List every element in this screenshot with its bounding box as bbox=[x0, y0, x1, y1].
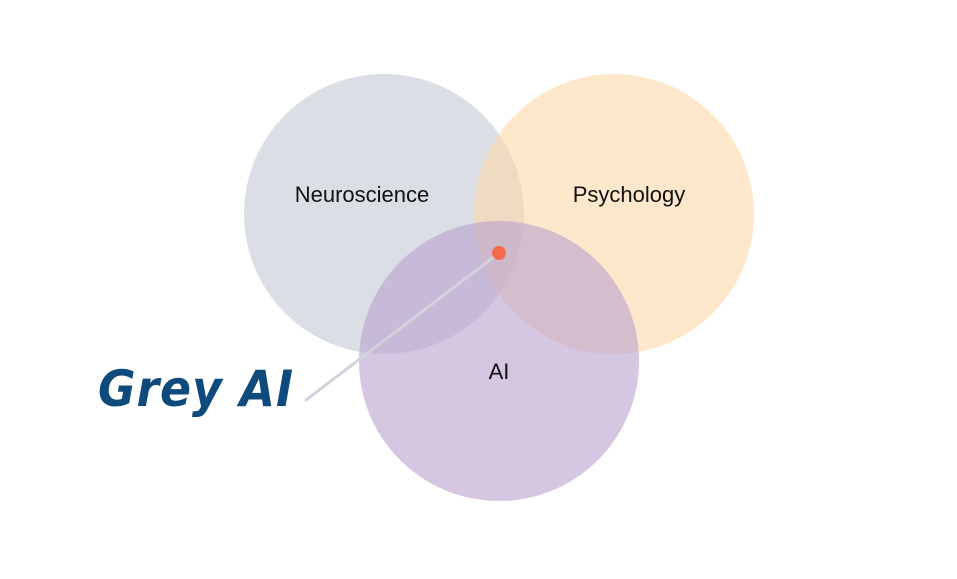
ai-circle bbox=[359, 221, 639, 501]
ai-label: AI bbox=[489, 359, 510, 384]
callout-line bbox=[304, 251, 501, 402]
grey-ai-callout-label: Grey AI bbox=[98, 360, 294, 418]
neuroscience-label: Neuroscience bbox=[295, 182, 430, 207]
intersection-dot bbox=[492, 246, 506, 260]
psychology-label: Psychology bbox=[573, 182, 686, 207]
circles-group bbox=[244, 74, 754, 501]
